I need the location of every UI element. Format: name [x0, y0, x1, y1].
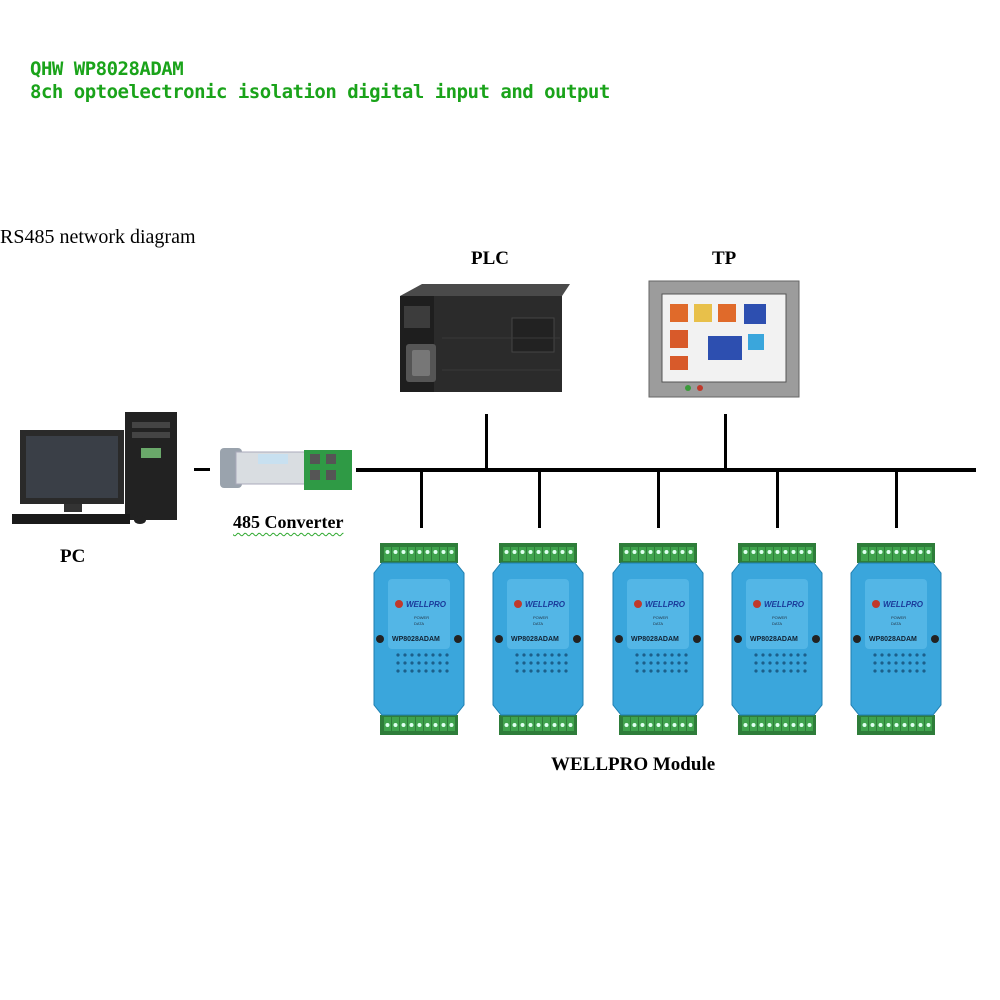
tp-drop-line [724, 414, 727, 470]
pc-computer [12, 412, 177, 524]
module-model-text: WP8028ADAM [869, 636, 917, 643]
pc-label: PC [60, 546, 86, 567]
plc-drop-line [485, 414, 488, 470]
module-power-text: POWER [533, 615, 548, 620]
module-power-text: POWER [891, 615, 906, 620]
module-power-text: POWER [414, 615, 429, 620]
converter-label-text: 485 Converter [233, 512, 344, 532]
plc-device [400, 284, 570, 392]
module-drop-line-4 [776, 470, 779, 528]
module-drop-line-3 [657, 470, 660, 528]
plc-label: PLC [471, 248, 509, 269]
module-data-text: DATA [414, 621, 424, 626]
touch-panel-device [648, 280, 800, 398]
module-brand-text: WELLPRO [645, 600, 686, 609]
module-brand-text: WELLPRO [406, 600, 447, 609]
title-product-description: 8ch optoelectronic isolation digital inp… [30, 81, 610, 103]
diagram-caption: RS485 network diagram [0, 226, 196, 248]
module-model-text: WP8028ADAM [631, 636, 679, 643]
rs485-bus-line [356, 468, 976, 472]
module-brand-text: WELLPRO [764, 600, 805, 609]
module-data-text: DATA [533, 621, 543, 626]
module-brand-text: WELLPRO [883, 600, 924, 609]
modules-label: WELLPRO Module [551, 754, 716, 775]
tp-label: TP [712, 248, 737, 269]
pc-link-line [194, 468, 210, 471]
module-power-text: POWER [653, 615, 668, 620]
module-data-text: DATA [772, 621, 782, 626]
module-data-text: DATA [891, 621, 901, 626]
module-drop-line-1 [420, 470, 423, 528]
module-drop-line-2 [538, 470, 541, 528]
converter-label: 485 Converter [233, 512, 343, 533]
module-model-text: WP8028ADAM [511, 636, 559, 643]
converter-device [220, 448, 352, 490]
module-brand-text: WELLPRO [525, 600, 566, 609]
module-data-text: DATA [653, 621, 663, 626]
module-model-text: WP8028ADAM [392, 636, 440, 643]
title-product-code: QHW WP8028ADAM [30, 58, 184, 80]
module-power-text: POWER [772, 615, 787, 620]
module-drop-line-5 [895, 470, 898, 528]
module-model-text: WP8028ADAM [750, 636, 798, 643]
